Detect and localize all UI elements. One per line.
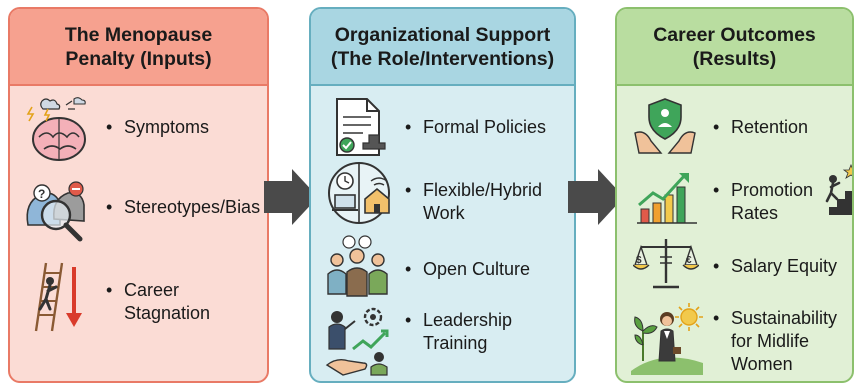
inputs-title-line1: The Menopause (64, 23, 213, 46)
item-for-midlife: for Midlife (731, 331, 810, 351)
laptop-home-icon (328, 162, 390, 224)
outcomes-panel: Career Outcomes (Results) • Retention • … (615, 7, 854, 383)
item-stereotypes-bias: Stereotypes/Bias (124, 197, 261, 217)
item-retention: Retention (731, 117, 809, 137)
item-rates: Rates (731, 203, 779, 223)
woman-plant-sun-icon (631, 303, 703, 375)
item-open-culture: Open Culture (423, 259, 531, 279)
item-flexible-hybrid: Flexible/Hybrid (423, 180, 543, 200)
bullet: • (713, 180, 720, 200)
svg-text:€: € (686, 255, 692, 266)
interventions-title-line1: Organizational Support (334, 23, 551, 46)
inputs-panel: The Menopause Penalty (Inputs) • Symptom… (8, 7, 269, 383)
item-salary-equity: Salary Equity (731, 256, 838, 276)
document-stamp-icon (336, 98, 386, 156)
item-stagnation: Stagnation (124, 303, 211, 323)
group-conversation-icon (327, 235, 388, 297)
bullet: • (405, 180, 412, 200)
item-symptoms: Symptoms (124, 117, 210, 137)
magnifier-heads-icon: ? (26, 181, 85, 242)
outcomes-title-line2: (Results) (692, 47, 777, 70)
leader-training-icon (325, 307, 389, 376)
outcomes-panel-title: Career Outcomes (Results) (617, 9, 852, 86)
item-women: Women (731, 354, 793, 374)
bullet: • (106, 197, 113, 217)
hands-shield-icon (634, 98, 696, 154)
growth-chart-icon (637, 173, 697, 224)
bullet: • (713, 256, 720, 276)
svg-text:$: $ (636, 255, 642, 266)
interventions-panel: Organizational Support (The Role/Interve… (309, 7, 576, 383)
brain-with-weather-icon (26, 97, 86, 161)
balance-scale-icon: $ € (633, 239, 699, 289)
arrow-right-icon (264, 169, 318, 225)
bullet: • (405, 117, 412, 137)
interventions-panel-title: Organizational Support (The Role/Interve… (311, 9, 574, 86)
item-career: Career (124, 280, 180, 300)
item-formal-policies: Formal Policies (423, 117, 547, 137)
bullet: • (405, 310, 412, 330)
inputs-panel-title: The Menopause Penalty (Inputs) (10, 9, 267, 86)
item-promotion: Promotion (731, 180, 814, 200)
bullet: • (106, 117, 113, 137)
bullet: • (713, 117, 720, 137)
svg-text:?: ? (38, 187, 45, 201)
climbing-stairs-star-icon (821, 163, 852, 215)
item-leadership: Leadership (423, 310, 513, 330)
inputs-title-line2: Penalty (Inputs) (65, 47, 212, 70)
item-training: Training (423, 333, 488, 353)
arrow-right-icon (568, 169, 624, 225)
bullet: • (405, 259, 412, 279)
interventions-title-line2: (The Role/Interventions) (330, 47, 555, 70)
item-work: Work (423, 203, 465, 223)
ladder-down-arrow-icon (34, 262, 82, 332)
bullet: • (106, 280, 113, 300)
item-sustainability: Sustainability (731, 308, 838, 328)
bullet: • (713, 308, 720, 328)
outcomes-title-line1: Career Outcomes (653, 23, 816, 46)
